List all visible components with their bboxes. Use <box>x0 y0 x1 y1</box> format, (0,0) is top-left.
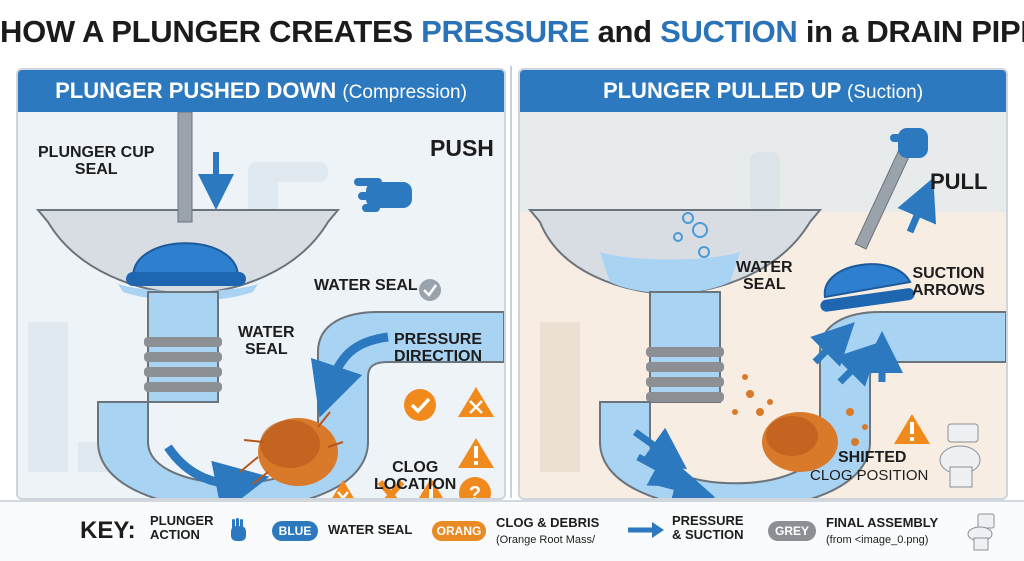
push-label: PUSH <box>430 136 494 160</box>
panel-header-pushed-down: PLUNGER PUSHED DOWN (Compression) <box>18 70 504 112</box>
pressure-direction-label: PRESSURE DIRECTION <box>394 332 482 366</box>
title-part: in a DRAIN PIPE <box>798 14 1024 49</box>
key-pressure-suction: PRESSURE & SUCTION <box>672 514 744 543</box>
legend-key: KEY: PLUNGER ACTION BLUE WATER SEAL ORAN… <box>0 500 1024 561</box>
water-seal-top-label: WATER SEAL <box>314 278 418 295</box>
toilet-icon <box>966 512 998 552</box>
panel-title: PLUNGER PULLED UP <box>603 78 841 103</box>
plunger-cup-seal-label: PLUNGER CUP SEAL <box>38 145 154 179</box>
key-water-seal: WATER SEAL <box>328 523 412 537</box>
panel-pulled-up: PLUNGER PULLED UP (Suction) <box>518 68 1008 500</box>
panel-subtitle: (Compression) <box>342 82 467 103</box>
key-final-assembly: FINAL ASSEMBLY <box>826 516 938 530</box>
hand-icon <box>226 517 252 543</box>
panel-title: PLUNGER PUSHED DOWN <box>55 78 336 103</box>
key-clog-debris: CLOG & DEBRIS <box>496 516 599 530</box>
page-title: HOW A PLUNGER CREATES PRESSURE and SUCTI… <box>0 14 1024 50</box>
key-title: KEY: <box>80 518 136 544</box>
title-highlight-pressure: PRESSURE <box>421 14 589 49</box>
suction-arrows-label: SUCTION ARROWS <box>912 266 985 300</box>
grey-pill: GREY <box>768 521 816 541</box>
orange-pill: ORANG <box>432 521 486 541</box>
blue-pill: BLUE <box>272 521 318 541</box>
arrow-icon <box>626 519 666 541</box>
warning-icon <box>458 387 494 417</box>
svg-text:?: ? <box>469 483 481 498</box>
check-circle-icon <box>404 389 436 421</box>
panel-pushed-down: PLUNGER PUSHED DOWN (Compression) <box>16 68 506 500</box>
clog-location-label: CLOG LOCATION <box>374 460 456 494</box>
shifted-label: SHIFTED <box>838 450 906 467</box>
key-clog-debris-sub: (Orange Root Mass/ <box>496 534 595 546</box>
panel-header-pulled-up: PLUNGER PULLED UP (Suction) <box>520 70 1006 112</box>
title-highlight-suction: SUCTION <box>660 14 797 49</box>
water-seal-label: WATER SEAL <box>736 260 793 294</box>
pull-label: PULL <box>930 170 987 193</box>
water-seal-label: WATER SEAL <box>238 325 295 359</box>
key-plunger-action: PLUNGER ACTION <box>150 514 214 543</box>
title-part: HOW A PLUNGER CREATES <box>0 14 421 49</box>
key-final-assembly-sub: (from <image_0.png) <box>826 534 928 546</box>
clog-position-label: CLOG POSITION <box>810 468 928 484</box>
panel-divider <box>510 66 512 498</box>
title-part: and <box>589 14 660 49</box>
plunger-handle <box>178 112 192 222</box>
toilet-icon <box>940 424 980 487</box>
hand-push-icon <box>354 178 412 212</box>
check-circle-icon <box>419 279 441 301</box>
panel-subtitle: (Suction) <box>847 82 923 103</box>
